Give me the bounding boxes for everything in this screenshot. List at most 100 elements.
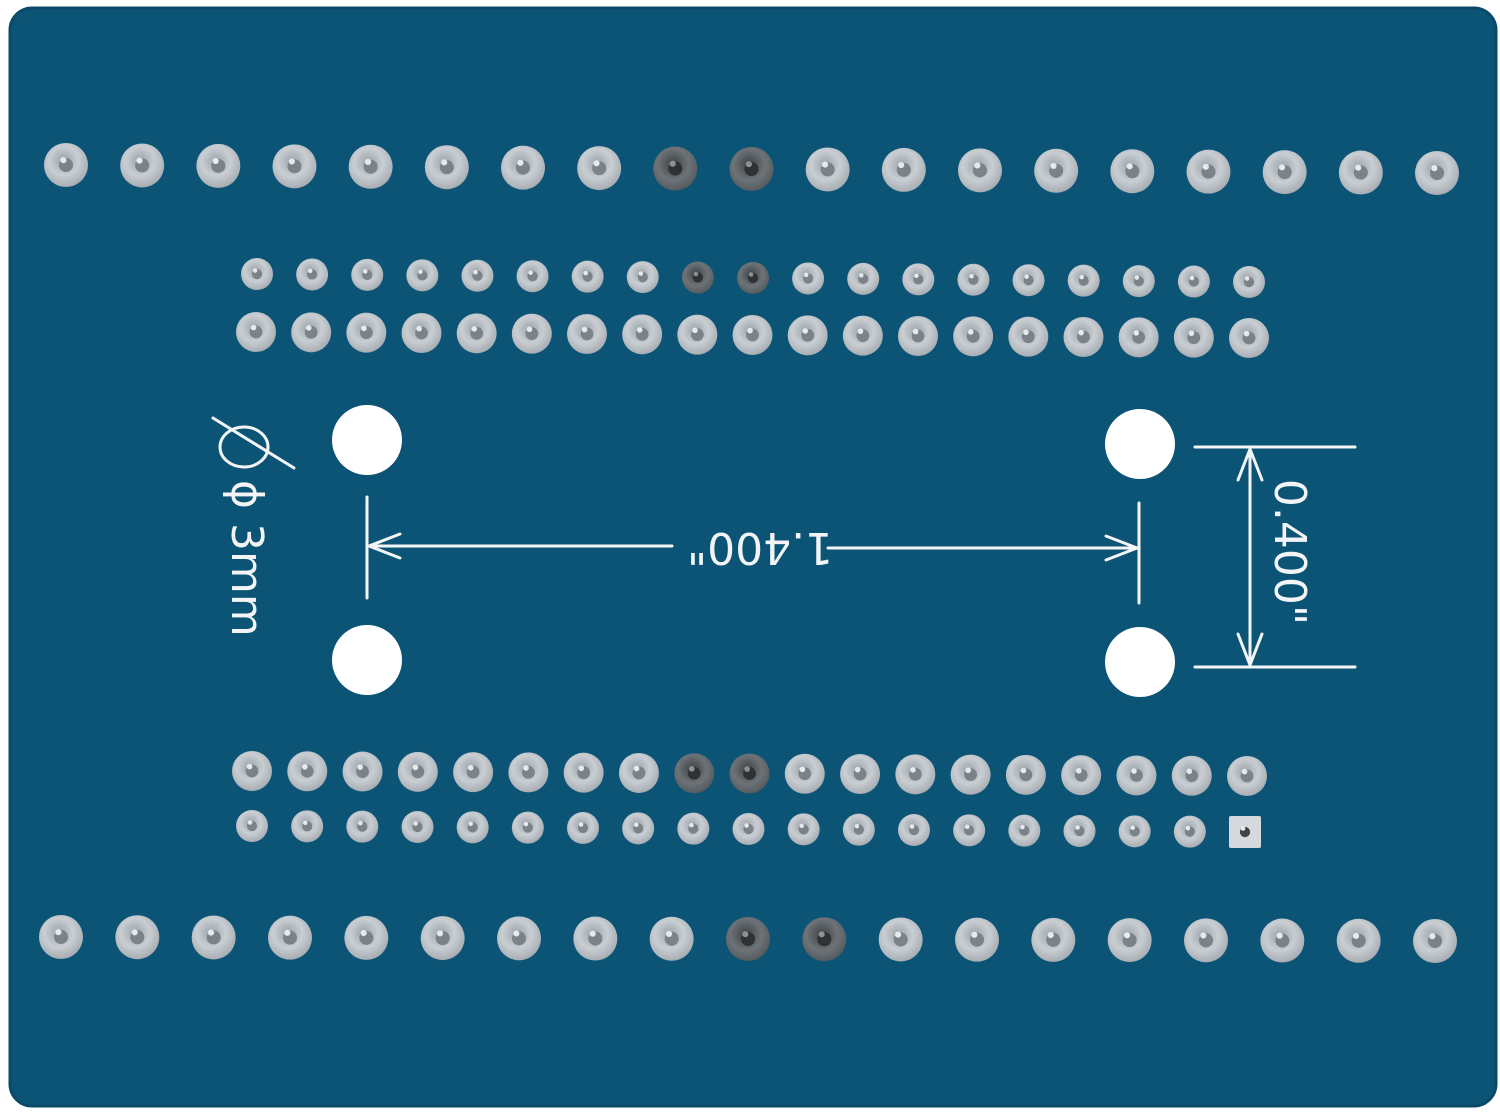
pad-highlight — [971, 931, 978, 938]
pad-highlight — [744, 766, 750, 772]
pad-highlight — [136, 157, 143, 164]
pad-highlight — [1123, 932, 1131, 939]
pad-highlight — [1355, 164, 1362, 171]
pad-highlight — [669, 160, 676, 167]
pad-highlight — [1200, 932, 1207, 939]
pad-highlight — [799, 823, 804, 829]
pad-highlight — [1243, 330, 1250, 337]
pad-highlight — [305, 325, 312, 331]
pad-highlight — [1188, 330, 1195, 337]
pad-highlight — [578, 765, 585, 772]
pad-highlight — [363, 269, 368, 274]
silkscreen-markings — [211, 416, 1357, 670]
pad-highlight — [418, 269, 423, 275]
pad-highlight — [965, 824, 970, 830]
pad-highlight — [1186, 768, 1193, 775]
pad-highlight — [252, 268, 258, 273]
pad-highlight — [523, 765, 529, 771]
pad-highlight — [360, 929, 367, 937]
solder-pads — [39, 143, 1459, 963]
pad-highlight — [748, 272, 754, 277]
pad-highlight — [589, 930, 596, 937]
pad-highlight — [821, 161, 829, 168]
mount-hole-top-right — [1105, 409, 1175, 479]
pad-highlight — [528, 270, 533, 275]
diameter-symbol-circle — [218, 425, 270, 469]
pad-highlight — [288, 158, 295, 165]
pad-highlight — [854, 766, 861, 773]
pad-highlight — [247, 820, 253, 825]
pad-highlight — [361, 325, 367, 332]
pad-highlight — [412, 764, 419, 771]
pad-highlight — [1078, 329, 1084, 336]
pad-highlight — [914, 273, 919, 279]
pad-highlight — [1126, 163, 1133, 170]
pad-highlight — [742, 931, 749, 938]
arrow-right — [1104, 534, 1142, 562]
pad-highlight — [1130, 825, 1135, 831]
pad-highlight — [364, 158, 372, 166]
pad-highlight — [1240, 826, 1246, 831]
mount-hole-bottom-left — [332, 625, 402, 695]
pad-highlight — [583, 270, 588, 276]
pad-highlight — [912, 328, 919, 335]
pad-highlight — [633, 765, 640, 772]
pad-highlight — [207, 929, 215, 936]
pad-highlight — [513, 930, 520, 937]
pad-highlight — [1020, 824, 1025, 830]
pad-highlight — [818, 931, 825, 938]
pad-highlight — [1047, 931, 1054, 939]
pad-highlight — [1429, 933, 1436, 940]
pad-highlight — [581, 326, 588, 333]
pad-highlight — [969, 274, 974, 279]
pad-highlight — [747, 327, 753, 334]
pad-highlight — [302, 764, 308, 770]
pad-highlight — [799, 766, 806, 773]
mount-hole-top-left — [332, 405, 402, 475]
pad-highlight — [284, 929, 291, 936]
pad-highlight — [416, 325, 422, 332]
pad-highlight — [636, 327, 643, 333]
pad-highlight — [246, 763, 253, 770]
pad-highlight — [441, 159, 448, 166]
pad-highlight — [436, 930, 444, 937]
pad-highlight — [1134, 275, 1140, 280]
pad-highlight — [526, 326, 533, 333]
pad-highlight — [517, 159, 524, 166]
pad-highlight — [638, 271, 644, 276]
circuit-board-edge — [8, 6, 1498, 1108]
arrow-left — [364, 532, 402, 560]
pad-highlight — [60, 157, 67, 164]
hole-diameter-label: ϕ 3mm — [221, 480, 272, 637]
pad-highlight — [1189, 275, 1195, 281]
pad-highlight — [1185, 825, 1191, 831]
arrow-down — [1236, 632, 1264, 670]
pad-highlight — [1075, 825, 1080, 830]
pad-highlight — [665, 930, 673, 938]
pad-highlight — [307, 268, 313, 274]
pad-highlight — [692, 327, 698, 334]
pad-highlight — [1133, 330, 1140, 336]
pad-highlight — [854, 823, 860, 829]
pad-highlight — [131, 929, 138, 936]
pad-highlight — [803, 272, 809, 278]
pad-highlight — [634, 822, 639, 828]
pad-highlight — [967, 329, 974, 335]
pad-highlight — [1024, 274, 1029, 279]
pad-highlight — [744, 823, 749, 828]
pad-highlight — [802, 328, 809, 334]
arrow-up — [1236, 444, 1264, 482]
pad-highlight — [1075, 767, 1082, 774]
pad-highlight — [212, 157, 219, 165]
pad-highlight — [1020, 767, 1027, 774]
pad-highlight — [1431, 165, 1438, 172]
pad-highlight — [1023, 329, 1029, 336]
pad-highlight — [468, 821, 473, 827]
vertical-spacing-label: 0.400" — [1264, 479, 1315, 625]
pad-highlight — [1276, 932, 1283, 939]
pad-highlight — [909, 824, 915, 829]
pad-highlight — [1079, 274, 1084, 280]
pad-highlight — [693, 271, 699, 277]
pad-highlight — [1202, 163, 1209, 170]
